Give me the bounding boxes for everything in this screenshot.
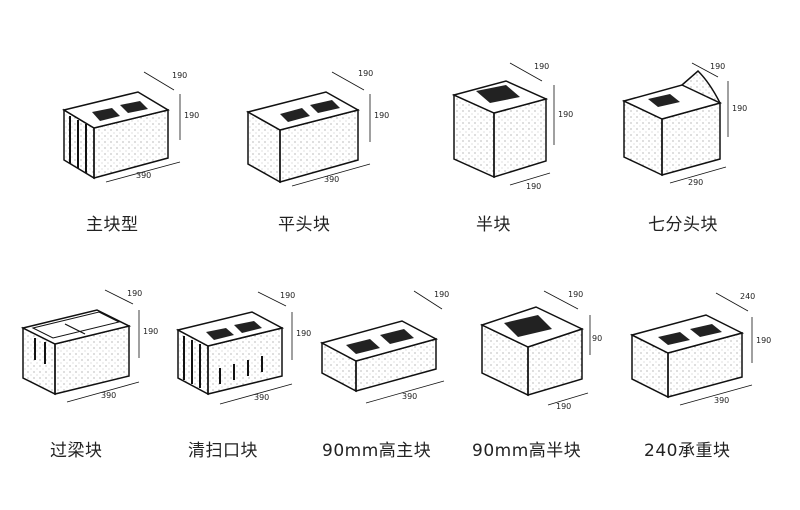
caption-block-flat-end: 平头块 [278,215,331,235]
caption-block-seven-tenths: 七分头块 [648,215,718,235]
dim-width: 190 [280,291,295,300]
dim-height: 190 [374,111,389,120]
dim-width: 190 [127,289,142,298]
dim-length: 390 [714,396,729,405]
dim-height: 190 [184,111,199,120]
dim-height: 190 [143,327,158,336]
caption-block-240-load: 240承重块 [644,441,731,461]
block-flat-end-drawing: 190 190 390 [246,69,389,187]
dim-height: 190 [756,336,771,345]
block-cleanout: 190 190 390 [170,280,320,420]
block-main-drawing: 190 190 390 [62,71,199,183]
block-lintel: 190 190 390 [15,280,165,420]
dim-width: 190 [358,69,373,78]
dim-length: 390 [101,391,116,400]
dim-width: 190 [172,71,187,80]
block-flat-end: 190 190 390 [240,50,400,190]
dim-width: 190 [434,290,449,299]
dim-width: 190 [534,62,549,71]
dim-length: 390 [324,175,339,184]
block-cleanout-drawing: 190 190 390 [175,291,311,405]
caption-block-half: 半块 [476,215,511,235]
caption-block-main: 主块型 [86,215,139,235]
dim-height: 190 [558,110,573,119]
block-half-drawing: 190 190 190 [451,62,573,191]
dim-length: 390 [254,393,269,402]
caption-block-90-half: 90mm高半块 [472,441,582,461]
dim-length: 190 [556,402,571,411]
dim-length: 290 [688,178,703,187]
block-90-half-drawing: 190 90 190 [480,290,602,411]
dim-height: 190 [296,329,311,338]
block-main: 190 190 390 [50,50,210,190]
dim-width: 190 [568,290,583,299]
caption-block-lintel: 过梁块 [50,441,103,461]
caption-block-90-main: 90mm高主块 [322,441,432,461]
dim-length: 190 [526,182,541,191]
dim-length: 390 [136,171,151,180]
block-240-load: 240 190 390 [628,285,778,415]
caption-block-cleanout: 清扫口块 [188,441,258,461]
dim-height: 90 [592,334,602,343]
block-90-main: 190 390 [318,285,468,415]
block-90-main-drawing: 190 390 [319,290,449,404]
dim-height: 190 [732,104,747,113]
dim-width: 190 [710,62,725,71]
block-seven-tenths-drawing: 190 190 290 [621,62,747,187]
block-lintel-drawing: 190 190 390 [20,289,158,403]
dim-width: 240 [740,292,755,301]
dim-length: 390 [402,392,417,401]
block-seven-tenths: 190 190 290 [618,55,758,195]
block-90-half: 190 90 190 [478,285,608,415]
block-240-load-drawing: 240 190 390 [629,292,771,406]
block-half: 190 190 190 [450,55,580,195]
